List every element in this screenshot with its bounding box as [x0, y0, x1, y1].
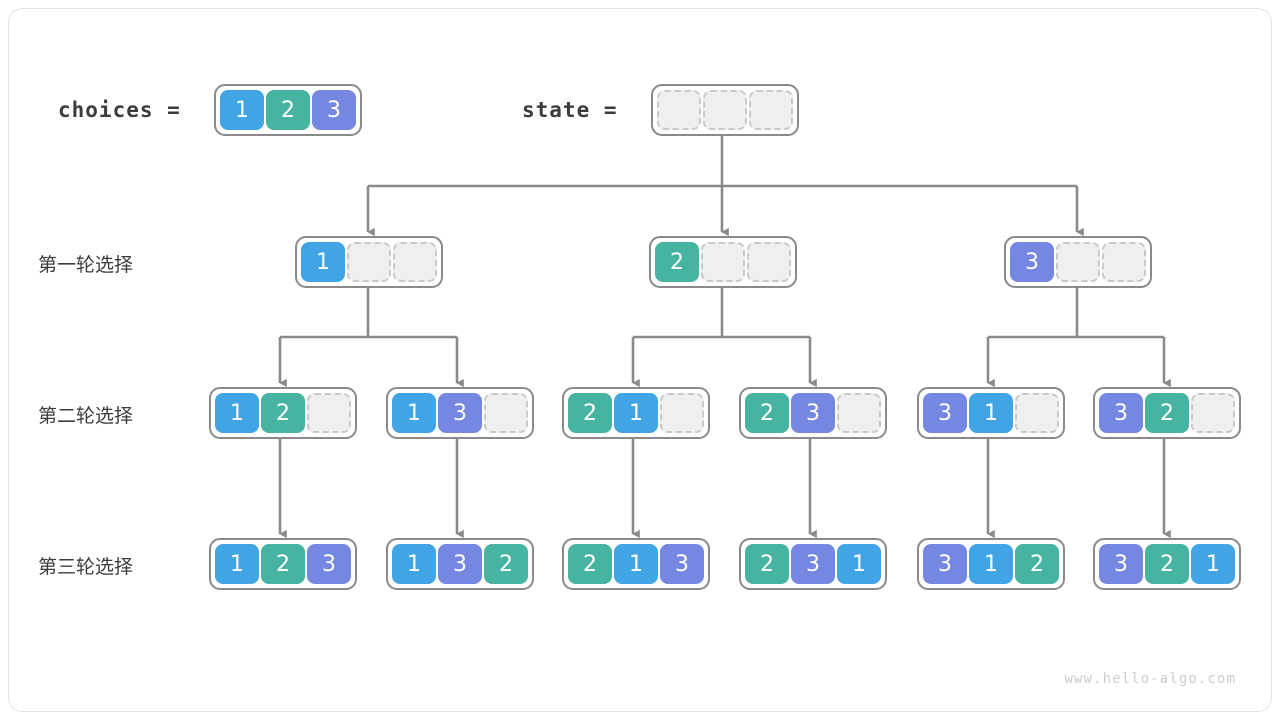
level2-node-0-cell-2 — [307, 393, 351, 433]
level2-node-2-cell-2 — [660, 393, 704, 433]
state-cell-1 — [703, 90, 747, 130]
diagram-frame — [8, 8, 1272, 712]
level3-node-1-cell-0: 1 — [392, 544, 436, 584]
level1-node-0-cell-1 — [347, 242, 391, 282]
row-label-round-2: 第二轮选择 — [38, 405, 134, 427]
level3-node-1: 1 3 2 — [386, 538, 534, 590]
level1-node-2: 3 — [1004, 236, 1152, 288]
level3-node-4: 3 1 2 — [917, 538, 1065, 590]
level1-node-2-cell-1 — [1056, 242, 1100, 282]
row-label-round-1: 第一轮选择 — [38, 254, 134, 276]
level3-node-0-cell-0: 1 — [215, 544, 259, 584]
level3-node-5-cell-1: 2 — [1145, 544, 1189, 584]
level2-node-3: 2 3 — [739, 387, 887, 439]
state-array — [651, 84, 799, 136]
level2-node-2-cell-0: 2 — [568, 393, 612, 433]
level2-node-4: 3 1 — [917, 387, 1065, 439]
level2-node-0: 1 2 — [209, 387, 357, 439]
level2-node-3-cell-0: 2 — [745, 393, 789, 433]
level1-node-1-cell-2 — [747, 242, 791, 282]
level2-node-5-cell-2 — [1191, 393, 1235, 433]
level1-node-0: 1 — [295, 236, 443, 288]
level3-node-4-cell-2: 2 — [1015, 544, 1059, 584]
level2-node-1-cell-0: 1 — [392, 393, 436, 433]
level1-node-1-cell-0: 2 — [655, 242, 699, 282]
level3-node-5-cell-2: 1 — [1191, 544, 1235, 584]
level3-node-4-cell-0: 3 — [923, 544, 967, 584]
level3-node-1-cell-2: 2 — [484, 544, 528, 584]
level3-node-2-cell-2: 3 — [660, 544, 704, 584]
level2-node-3-cell-1: 3 — [791, 393, 835, 433]
level3-node-3: 2 3 1 — [739, 538, 887, 590]
level2-node-5-cell-0: 3 — [1099, 393, 1143, 433]
choices-array: 1 2 3 — [214, 84, 362, 136]
watermark: www.hello-algo.com — [1064, 671, 1236, 687]
level1-node-1: 2 — [649, 236, 797, 288]
level3-node-1-cell-1: 3 — [438, 544, 482, 584]
level2-node-3-cell-2 — [837, 393, 881, 433]
level2-node-5-cell-1: 2 — [1145, 393, 1189, 433]
level2-node-5: 3 2 — [1093, 387, 1241, 439]
level3-node-3-cell-2: 1 — [837, 544, 881, 584]
choices-cell-2: 3 — [312, 90, 356, 130]
level1-node-2-cell-2 — [1102, 242, 1146, 282]
level1-node-0-cell-0: 1 — [301, 242, 345, 282]
level3-node-0-cell-1: 2 — [261, 544, 305, 584]
row-label-round-3: 第三轮选择 — [38, 556, 134, 578]
level3-node-4-cell-1: 1 — [969, 544, 1013, 584]
level3-node-2-cell-0: 2 — [568, 544, 612, 584]
level3-node-0-cell-2: 3 — [307, 544, 351, 584]
level2-node-4-cell-1: 1 — [969, 393, 1013, 433]
level1-node-0-cell-2 — [393, 242, 437, 282]
state-cell-2 — [749, 90, 793, 130]
choices-label: choices = — [58, 98, 181, 122]
level3-node-5-cell-0: 3 — [1099, 544, 1143, 584]
state-label: state = — [522, 98, 618, 122]
level3-node-3-cell-0: 2 — [745, 544, 789, 584]
level2-node-2: 2 1 — [562, 387, 710, 439]
level2-node-1-cell-2 — [484, 393, 528, 433]
level1-node-2-cell-0: 3 — [1010, 242, 1054, 282]
level2-node-2-cell-1: 1 — [614, 393, 658, 433]
level2-node-1: 1 3 — [386, 387, 534, 439]
level2-node-0-cell-1: 2 — [261, 393, 305, 433]
level3-node-3-cell-1: 3 — [791, 544, 835, 584]
level2-node-4-cell-2 — [1015, 393, 1059, 433]
choices-cell-1: 2 — [266, 90, 310, 130]
level3-node-2: 2 1 3 — [562, 538, 710, 590]
level3-node-2-cell-1: 1 — [614, 544, 658, 584]
level3-node-0: 1 2 3 — [209, 538, 357, 590]
choices-cell-0: 1 — [220, 90, 264, 130]
level2-node-0-cell-0: 1 — [215, 393, 259, 433]
level3-node-5: 3 2 1 — [1093, 538, 1241, 590]
level1-node-1-cell-1 — [701, 242, 745, 282]
state-cell-0 — [657, 90, 701, 130]
level2-node-4-cell-0: 3 — [923, 393, 967, 433]
level2-node-1-cell-1: 3 — [438, 393, 482, 433]
